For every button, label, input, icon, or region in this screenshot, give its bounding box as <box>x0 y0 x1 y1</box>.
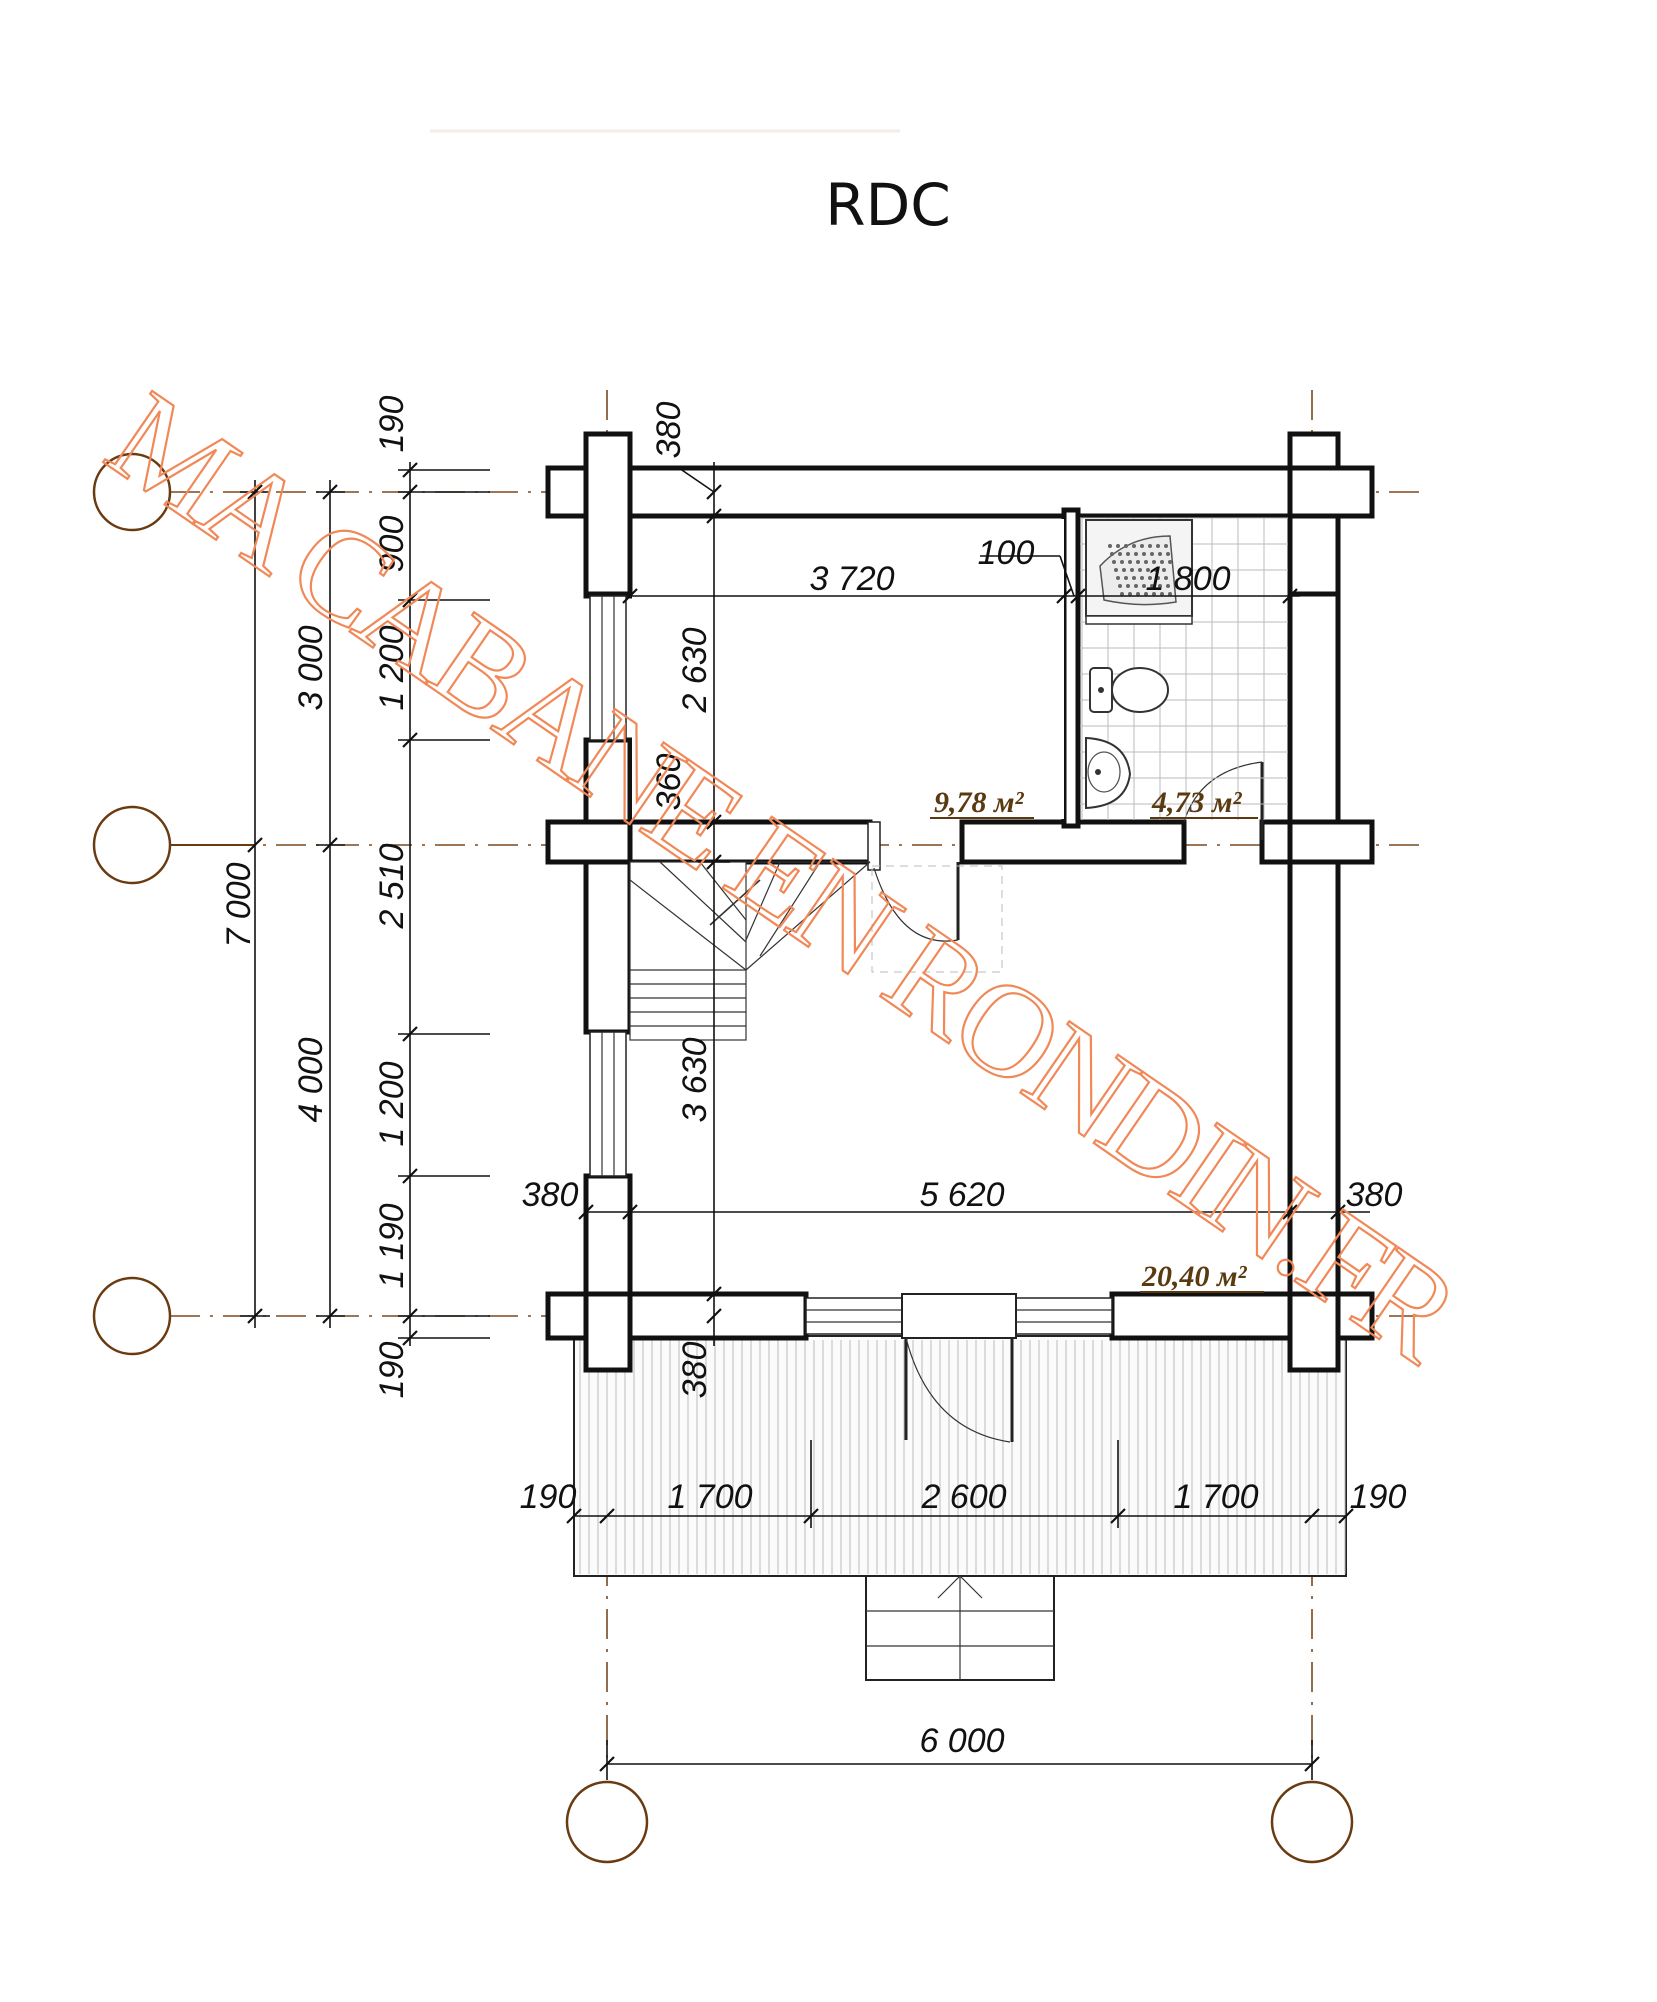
dim-inner-380-top: 380 <box>650 402 688 459</box>
shower-tray <box>1085 519 1193 625</box>
wall-right <box>1287 465 1341 1359</box>
dimension-lines <box>240 462 1370 1780</box>
doors <box>867 761 1264 1443</box>
grid-bubble-middle <box>92 805 172 885</box>
grid-bubble-top <box>92 452 172 532</box>
dim-wall-right: 380 <box>1346 1176 1403 1214</box>
dim-terrace-1700-left: 1 700 <box>667 1478 752 1516</box>
grid-bubble-left <box>565 1780 649 1864</box>
dim-inner-2630: 2 630 <box>676 627 714 713</box>
area-bathroom: 4,73 м² <box>1151 786 1243 819</box>
dim-room-width: 3 720 <box>809 560 894 598</box>
dim-left-190-top: 190 <box>373 396 411 453</box>
grid-bubble-right <box>1270 1780 1354 1864</box>
dim-inner-380-bottom: 380 <box>676 1342 714 1399</box>
dim-left-1190: 1 190 <box>373 1203 411 1288</box>
dim-left-upper: 3 000 <box>292 625 330 710</box>
terrace-steps <box>865 1575 1055 1681</box>
dim-left-1200-top: 1 200 <box>373 625 411 710</box>
terrace <box>573 1335 1347 1681</box>
dim-partition: 100 <box>978 534 1035 572</box>
dim-inner-360: 360 <box>650 754 688 811</box>
washbasin <box>1085 736 1132 810</box>
dim-left-lower: 4 000 <box>292 1037 330 1122</box>
dim-terrace-2600: 2 600 <box>920 1478 1006 1516</box>
grid-bubble-bottom <box>92 1276 172 1356</box>
dim-bath-width: 1 800 <box>1145 560 1230 598</box>
dim-left-190-bottom: 190 <box>373 1342 411 1399</box>
dim-main-width: 5 620 <box>919 1176 1004 1214</box>
dim-overall-width: 6 000 <box>919 1722 1004 1760</box>
grid-bubbles <box>92 452 1354 1864</box>
staircase <box>629 861 871 1041</box>
area-main-room: 20,40 м² <box>1141 1260 1248 1293</box>
dim-terrace-1700-right: 1 700 <box>1173 1478 1258 1516</box>
dim-inner-3630: 3 630 <box>676 1037 714 1122</box>
dim-terrace-190-left: 190 <box>520 1478 577 1516</box>
dim-left-1200-bottom: 1 200 <box>373 1061 411 1146</box>
dim-left-2510: 2 510 <box>373 843 411 929</box>
dim-left-total: 7 000 <box>220 862 258 947</box>
plan-title: RDC <box>825 171 950 239</box>
partition-bathroom <box>1061 507 1081 829</box>
area-small-room: 9,78 м² <box>934 786 1025 819</box>
dim-left-900: 900 <box>373 516 411 573</box>
wall-top <box>585 465 1299 519</box>
room-areas: 9,78 м² 4,73 м² 20,40 м² <box>930 786 1264 1293</box>
bathroom <box>1080 517 1288 820</box>
toilet <box>1089 667 1169 713</box>
dim-terrace-190-right: 190 <box>1350 1478 1407 1516</box>
dimension-labels: 7 000 3 000 4 000 190 900 1 200 2 510 1 … <box>220 396 1406 1760</box>
dim-wall-left: 380 <box>522 1176 579 1214</box>
